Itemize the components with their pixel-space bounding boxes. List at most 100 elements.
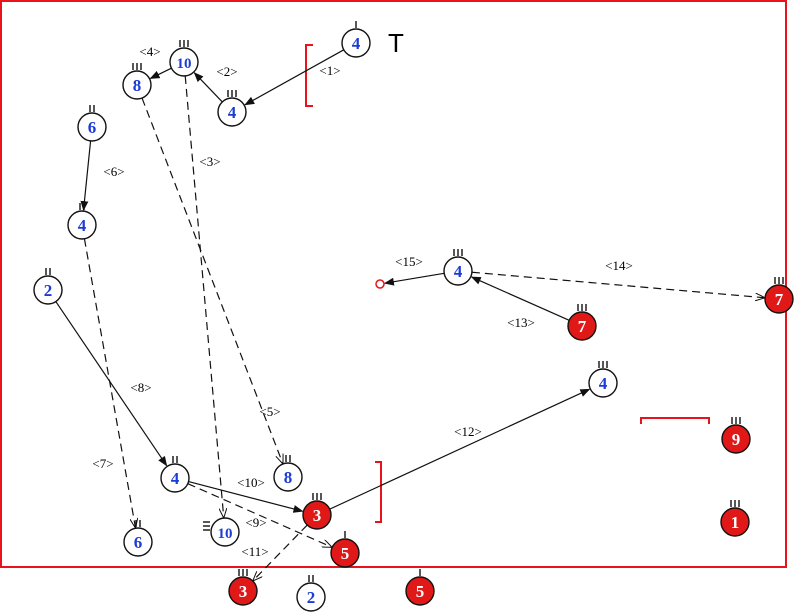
node-circle xyxy=(296,582,326,612)
node-circle xyxy=(169,47,199,77)
node-label: 3 xyxy=(239,582,248,601)
node-red[interactable]: 7 xyxy=(764,277,794,314)
node-circle xyxy=(588,368,618,398)
edge-label-12: <12> xyxy=(454,424,482,439)
node-label: 9 xyxy=(732,430,741,449)
node-label: 10 xyxy=(177,56,192,72)
edge-label-8: <8> xyxy=(130,380,151,395)
node-red[interactable]: 7 xyxy=(567,304,597,341)
node-circle xyxy=(273,462,303,492)
node-circle xyxy=(123,527,153,557)
edge-label-1: <1> xyxy=(319,63,340,78)
edge-4-solid xyxy=(149,67,172,79)
node-red[interactable]: 3 xyxy=(302,493,332,530)
node-circle xyxy=(567,311,597,341)
node-circle xyxy=(217,97,247,127)
node-white[interactable]: 4 xyxy=(341,21,371,58)
node-circle xyxy=(77,112,107,142)
start-marker-label: T xyxy=(388,28,404,58)
node-circle xyxy=(210,517,240,547)
node-circle xyxy=(33,275,63,305)
node-white[interactable]: 4 xyxy=(217,90,247,127)
node-white[interactable]: 2 xyxy=(33,268,63,305)
bracket-right xyxy=(640,417,710,424)
node-label: 4 xyxy=(599,374,608,393)
node-white[interactable]: 6 xyxy=(123,520,153,557)
node-label: 2 xyxy=(307,588,316,607)
edge-14-dashed xyxy=(471,271,764,297)
edge-label-6: <6> xyxy=(103,164,124,179)
edge-8-solid xyxy=(55,301,168,467)
node-circle xyxy=(330,538,360,568)
edge-6-solid xyxy=(80,140,92,212)
node-white[interactable]: 4 xyxy=(443,249,473,286)
node-white[interactable]: 4 xyxy=(67,203,97,240)
node-label: 1 xyxy=(731,513,740,532)
edge-15-solid xyxy=(383,272,445,286)
node-label: 7 xyxy=(775,290,784,309)
end-marker xyxy=(375,279,385,289)
edge-label-3: <3> xyxy=(199,154,220,169)
node-white[interactable]: 8 xyxy=(273,455,303,492)
bracket-top xyxy=(305,44,313,107)
node-circle xyxy=(721,424,751,454)
node-label: 10 xyxy=(218,526,233,542)
node-label: 4 xyxy=(454,262,463,281)
edge-label-15: <15> xyxy=(395,254,423,269)
edge-2-solid xyxy=(193,72,223,103)
node-white[interactable]: 2 xyxy=(296,575,326,612)
edge-13-solid xyxy=(470,276,570,321)
node-label: 5 xyxy=(341,544,350,563)
node-white[interactable]: 4 xyxy=(160,456,190,493)
edge-label-10: <10> xyxy=(237,475,265,490)
node-label: 6 xyxy=(134,533,143,552)
edge-label-11: <11> xyxy=(241,544,268,559)
edge-7-dashed xyxy=(83,238,135,527)
edge-1-solid xyxy=(244,49,345,106)
node-red[interactable]: 3 xyxy=(228,569,258,606)
node-circle xyxy=(160,463,190,493)
node-label: 4 xyxy=(171,469,180,488)
edge-9-dashed xyxy=(187,483,331,547)
node-circle xyxy=(228,576,258,606)
node-circle xyxy=(67,210,97,240)
frame-border xyxy=(0,0,787,568)
edge-5-dashed xyxy=(141,97,283,463)
edge-label-14: <14> xyxy=(605,258,633,273)
edge-label-7: <7> xyxy=(92,456,113,471)
edge-label-13: <13> xyxy=(507,315,535,330)
node-red[interactable]: 5 xyxy=(330,531,360,568)
node-white[interactable]: 10 xyxy=(169,40,199,77)
node-red[interactable]: 5 xyxy=(405,569,435,606)
bracket-middle xyxy=(375,461,382,523)
node-label: 2 xyxy=(44,281,53,300)
node-white[interactable]: 6 xyxy=(77,105,107,142)
edge-label-2: <2> xyxy=(216,64,237,79)
node-white[interactable]: 10 xyxy=(203,517,240,547)
edge-label-4: <4> xyxy=(139,44,160,59)
node-red[interactable]: 1 xyxy=(720,500,750,537)
node-circle xyxy=(405,576,435,606)
edge-3-dashed xyxy=(184,75,223,517)
node-circle xyxy=(341,28,371,58)
node-white[interactable]: 4 xyxy=(588,361,618,398)
node-label: 4 xyxy=(78,216,87,235)
node-label: 8 xyxy=(133,76,142,95)
edge-12-solid xyxy=(329,388,591,510)
node-circle xyxy=(720,507,750,537)
edge-label-9: <9> xyxy=(245,515,266,530)
node-label: 4 xyxy=(352,34,361,53)
node-circle xyxy=(764,284,794,314)
edge-label-5: <5> xyxy=(259,404,280,419)
node-white[interactable]: 8 xyxy=(122,63,152,100)
node-circle xyxy=(122,70,152,100)
node-circle xyxy=(302,500,332,530)
node-label: 7 xyxy=(578,317,587,336)
node-red[interactable]: 9 xyxy=(721,417,751,454)
node-label: 6 xyxy=(88,118,97,137)
node-circle xyxy=(443,256,473,286)
node-label: 5 xyxy=(416,582,425,601)
node-label: 4 xyxy=(228,103,237,122)
node-label: 8 xyxy=(284,468,293,487)
node-label: 3 xyxy=(313,506,322,525)
